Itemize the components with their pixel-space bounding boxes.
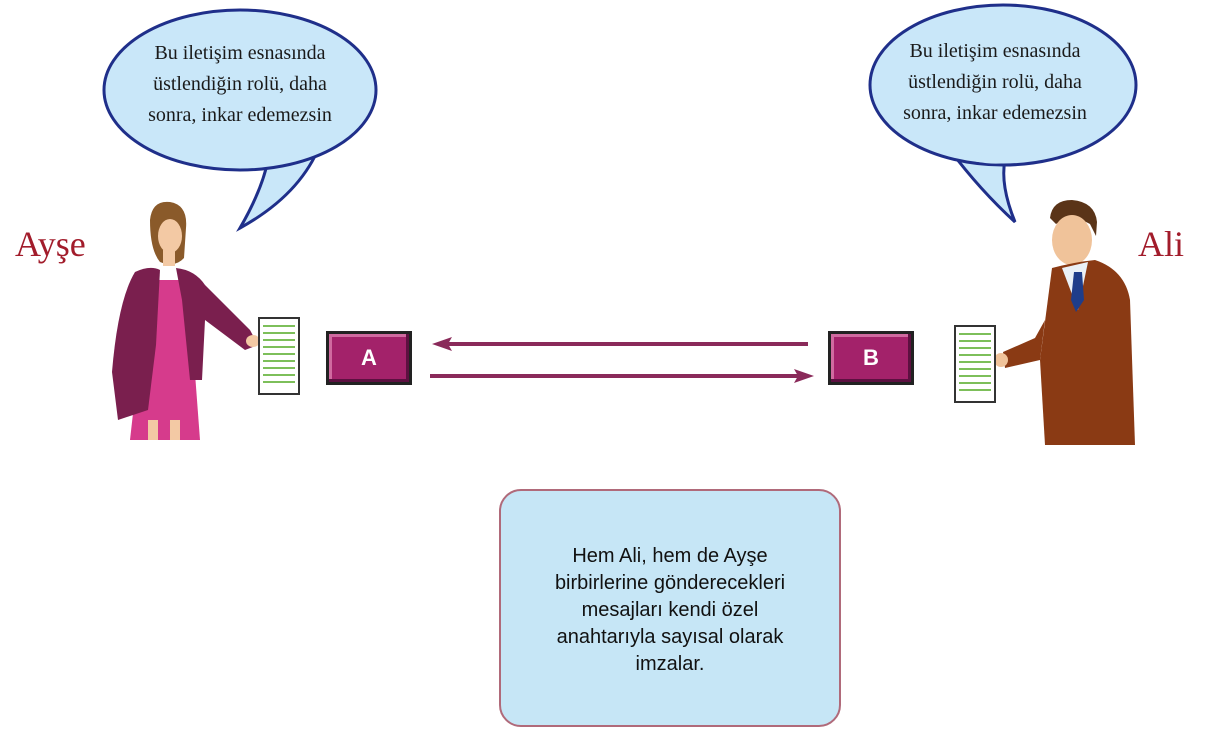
note-line: birbirlerine gönderecekleri — [554, 571, 786, 594]
person-name-ali: Ali — [1138, 224, 1185, 264]
speech-bubble-left — [102, 8, 378, 232]
note-line: imzalar. — [635, 652, 705, 675]
note-line: mesajları kendi özel — [581, 598, 759, 621]
key-box-a: A — [326, 331, 412, 385]
speech-bubble-right-text: Bu iletişim esnasında üstlendiğin rolü, … — [870, 36, 1120, 129]
arrow-right-icon — [430, 369, 814, 383]
key-label-b: B — [863, 345, 879, 370]
key-box-b: B — [828, 331, 914, 385]
woman-figure-icon — [112, 201, 260, 440]
bubble-line: üstlendiğin rolü, daha — [153, 73, 327, 95]
speech-bubble-left-text: Bu iletişim esnasında üstlendiğin rolü, … — [115, 38, 365, 131]
note-line: Hem Ali, hem de Ayşe — [572, 544, 768, 567]
document-icon — [258, 317, 300, 395]
bubble-line: Bu iletişim esnasında — [154, 42, 326, 64]
speech-bubble-right — [868, 3, 1138, 224]
arrow-left-icon — [432, 337, 808, 351]
person-name-ayse: Ayşe — [15, 224, 86, 264]
key-label-a: A — [361, 345, 377, 370]
note-box: Hem Ali, hem de Ayşe birbirlerine gönder… — [499, 489, 841, 727]
note-line: anahtarıyla sayısal olarak — [556, 625, 784, 648]
bubble-line: sonra, inkar edemezsin — [903, 102, 1087, 124]
note-text: Hem Ali, hem de Ayşe birbirlerine gönder… — [555, 543, 785, 678]
bubble-line: Bu iletişim esnasında — [909, 40, 1081, 62]
man-figure-icon — [994, 200, 1135, 445]
bubble-line: üstlendiğin rolü, daha — [908, 71, 1082, 93]
bubble-line: sonra, inkar edemezsin — [148, 104, 332, 126]
document-icon — [954, 325, 996, 403]
